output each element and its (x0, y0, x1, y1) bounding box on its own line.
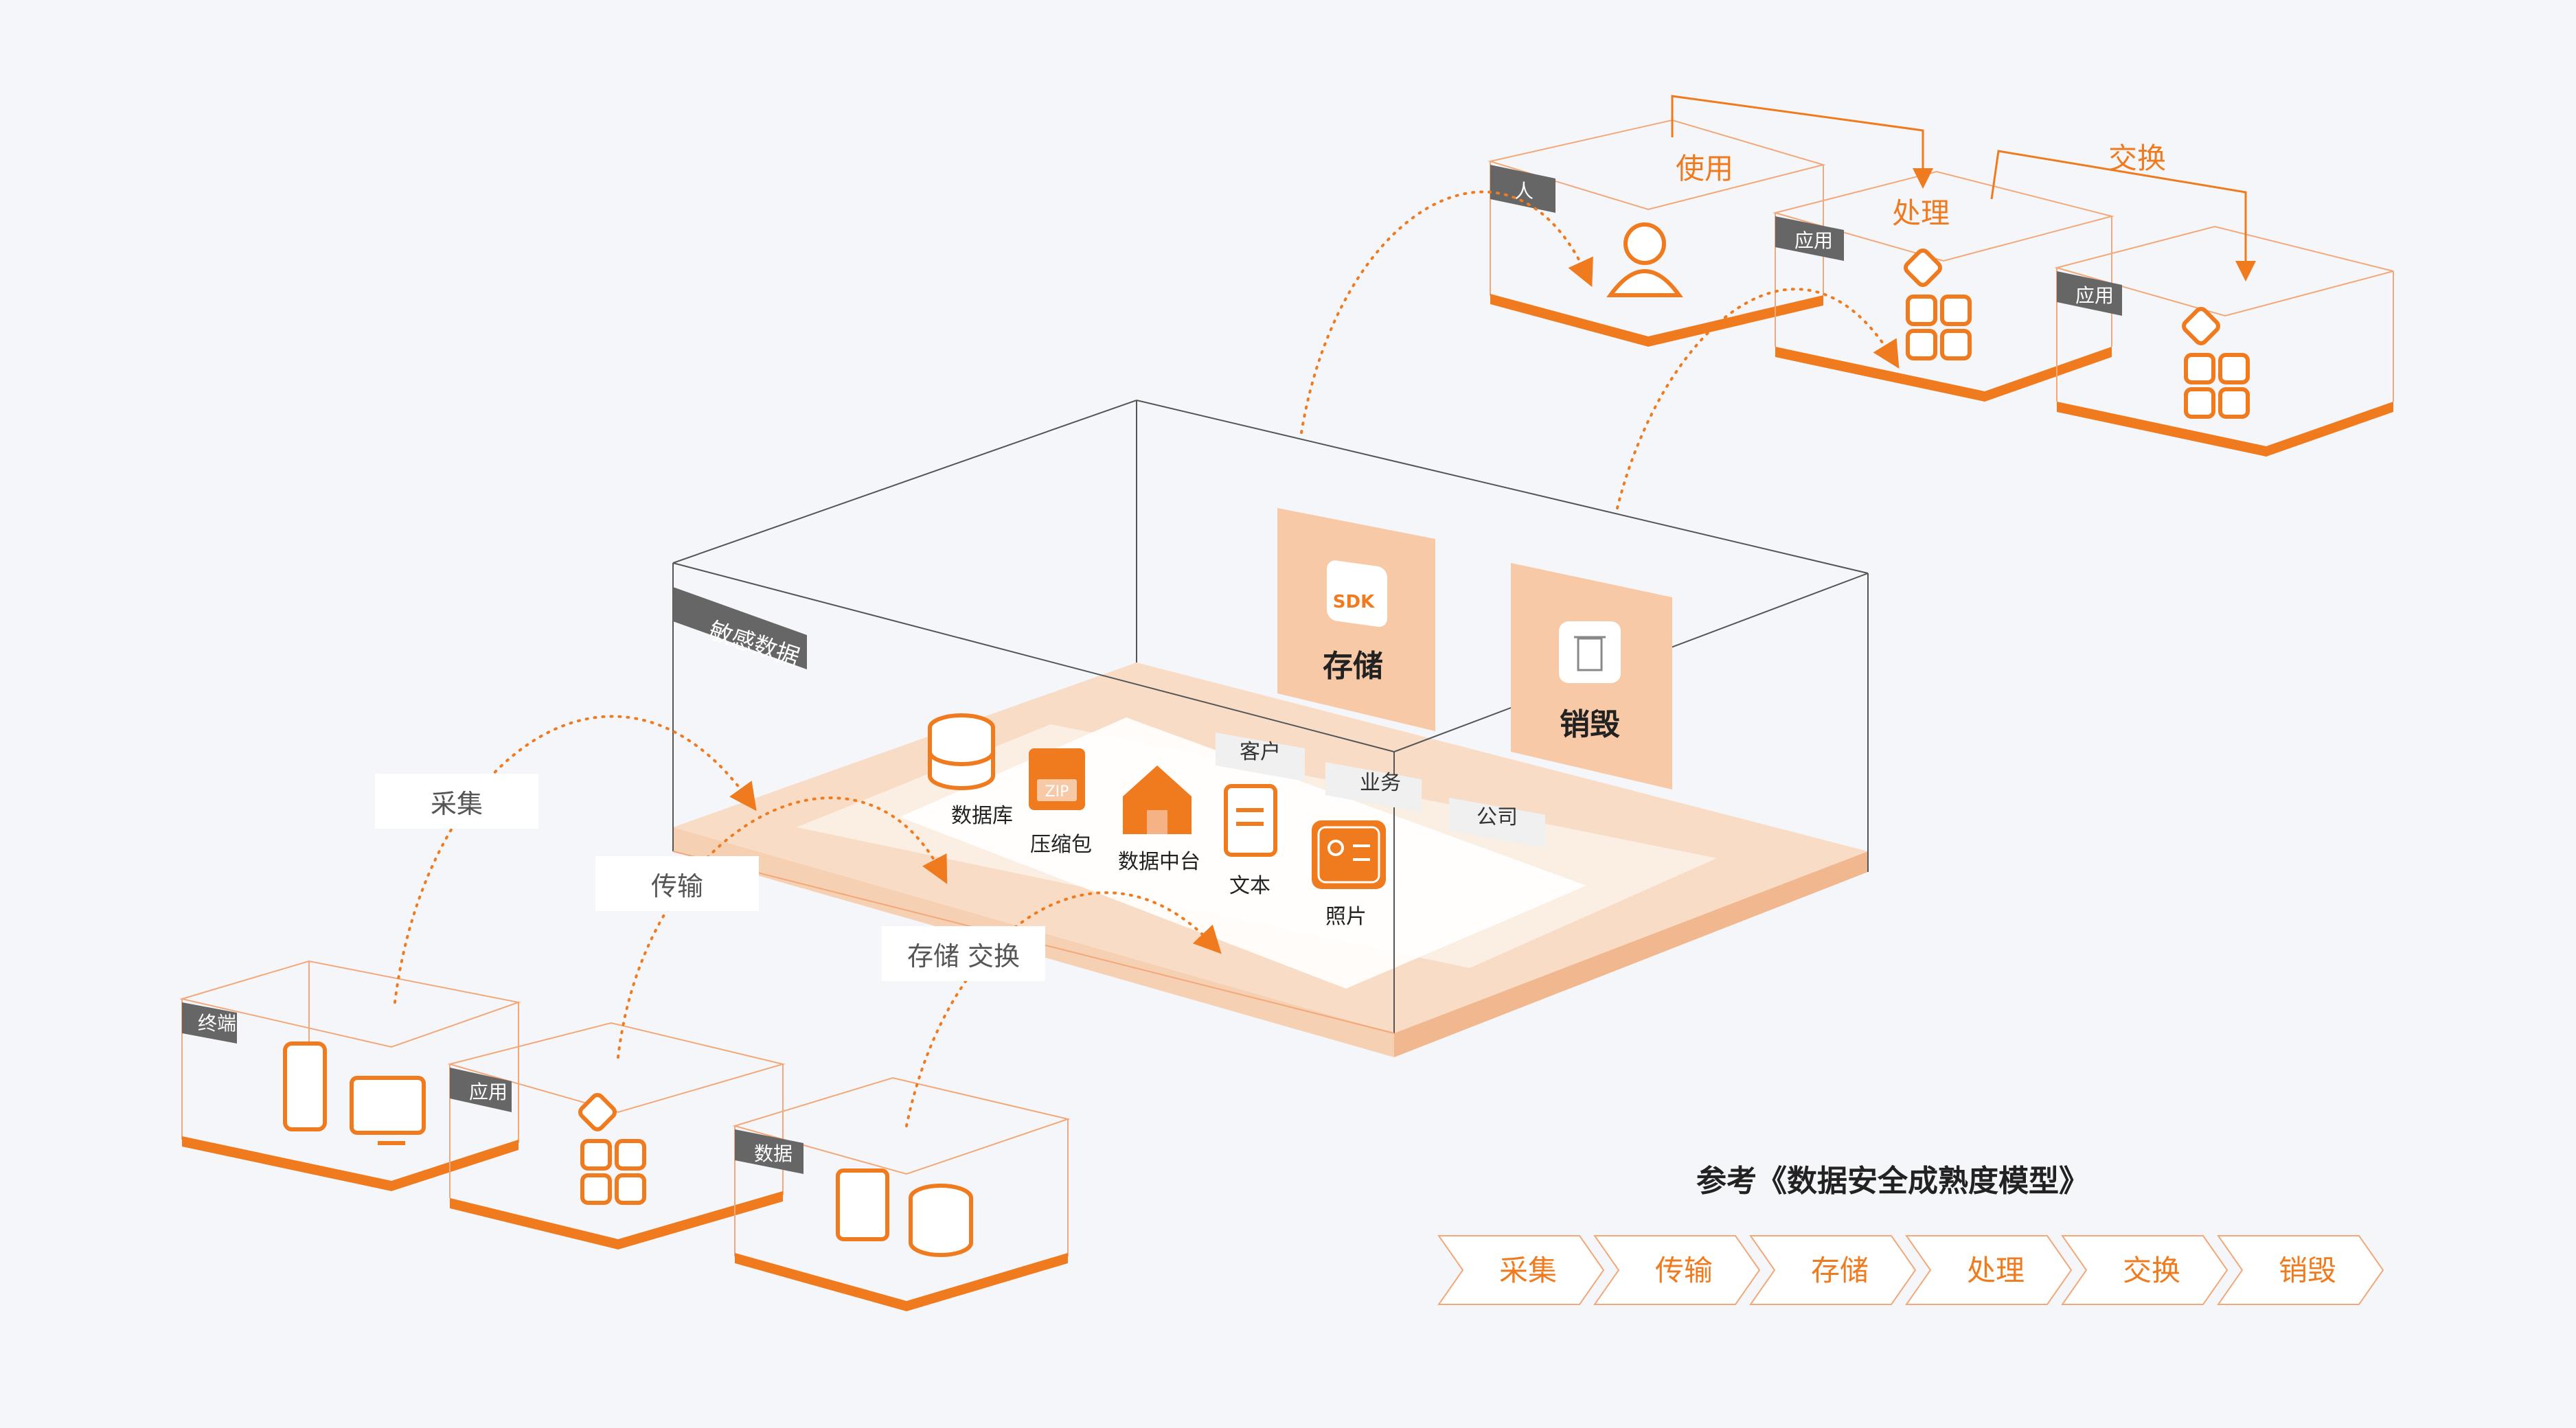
step-collect: 采集 (1437, 1235, 1605, 1305)
svg-text:照片: 照片 (1325, 905, 1367, 929)
step-transmit: 传输 (1593, 1235, 1761, 1305)
app-icon (578, 1093, 644, 1203)
svg-text:ZIP: ZIP (1045, 783, 1069, 801)
svg-text:终端: 终端 (198, 1012, 236, 1035)
document-icon (1224, 784, 1277, 857)
svg-text:采集: 采集 (1499, 1254, 1557, 1287)
storage-panel: SDK 存储 (1277, 508, 1435, 731)
destroy-label: 销毁 (1560, 707, 1620, 742)
destroy-panel: 销毁 (1511, 563, 1672, 790)
transmit-label: 传输 (595, 856, 759, 911)
table-label-business: 业务 (1360, 771, 1401, 795)
svg-text:应用: 应用 (2075, 284, 2114, 307)
exchange-label: 交换 (2108, 141, 2166, 175)
svg-text:数据库: 数据库 (951, 804, 1013, 828)
trash-icon (1577, 637, 1603, 671)
svg-text:应用: 应用 (1794, 229, 1833, 252)
step-destroy: 销毁 (2217, 1235, 2384, 1305)
table-label-company: 公司 (1477, 805, 1518, 829)
monitor-icon (350, 1076, 426, 1135)
person-icon (1623, 222, 1666, 265)
data-box: 数据 (732, 1076, 1071, 1311)
model-title: 参考《数据安全成熟度模型》 (1696, 1164, 2089, 1199)
svg-text:存储: 存储 (1811, 1254, 1869, 1287)
svg-text:压缩包: 压缩包 (1030, 833, 1092, 857)
svg-text:交换: 交换 (2123, 1254, 2180, 1287)
svg-text:传输: 传输 (1655, 1254, 1713, 1287)
database-icon (909, 1198, 973, 1257)
item-zip: ZIP 压缩包 (1029, 748, 1092, 857)
person-box: 人 (1488, 119, 1826, 347)
svg-text:文本: 文本 (1229, 874, 1270, 898)
svg-text:处理: 处理 (1967, 1254, 2025, 1287)
item-database: 数据库 (928, 713, 1013, 828)
sensitive-data-box: SDK 存储 销毁 客户 业务 公司 数据库 (672, 400, 1869, 1057)
storage-label: 存储 (1323, 649, 1383, 684)
bottom-app-box: 应用 (447, 1022, 786, 1250)
step-process: 处理 (1905, 1235, 2073, 1305)
svg-text:应用: 应用 (469, 1081, 508, 1103)
svg-text:数据: 数据 (754, 1142, 793, 1165)
collect-label: 采集 (375, 774, 538, 829)
store-exchange-label: 存储 交换 (882, 926, 1045, 981)
item-text: 文本 (1224, 784, 1277, 898)
step-exchange: 交换 (2061, 1235, 2229, 1305)
item-data-center: 数据中台 (1118, 765, 1200, 874)
svg-text:销毁: 销毁 (2279, 1254, 2336, 1287)
exchange-box: 应用 (2054, 225, 2394, 457)
svg-text:人: 人 (1514, 180, 1534, 203)
terminal-box: 终端 (179, 960, 521, 1191)
step-store: 存储 (1749, 1235, 1917, 1305)
svg-text:数据中台: 数据中台 (1118, 850, 1200, 874)
house-icon (1123, 765, 1192, 834)
process-box: 应用 (1773, 170, 2115, 402)
phone-icon (283, 1041, 327, 1131)
item-photo: 照片 (1312, 820, 1386, 929)
table-label-customer: 客户 (1240, 740, 1281, 764)
svg-text:SDK: SDK (1333, 592, 1375, 612)
id-card-icon (1312, 820, 1386, 889)
model-steps: 采集 传输 存储 处理 交换 销毁 (1437, 1235, 2384, 1305)
process-label: 处理 (1892, 196, 1950, 230)
file-icon (836, 1168, 889, 1241)
use-label: 使用 (1676, 152, 1733, 185)
